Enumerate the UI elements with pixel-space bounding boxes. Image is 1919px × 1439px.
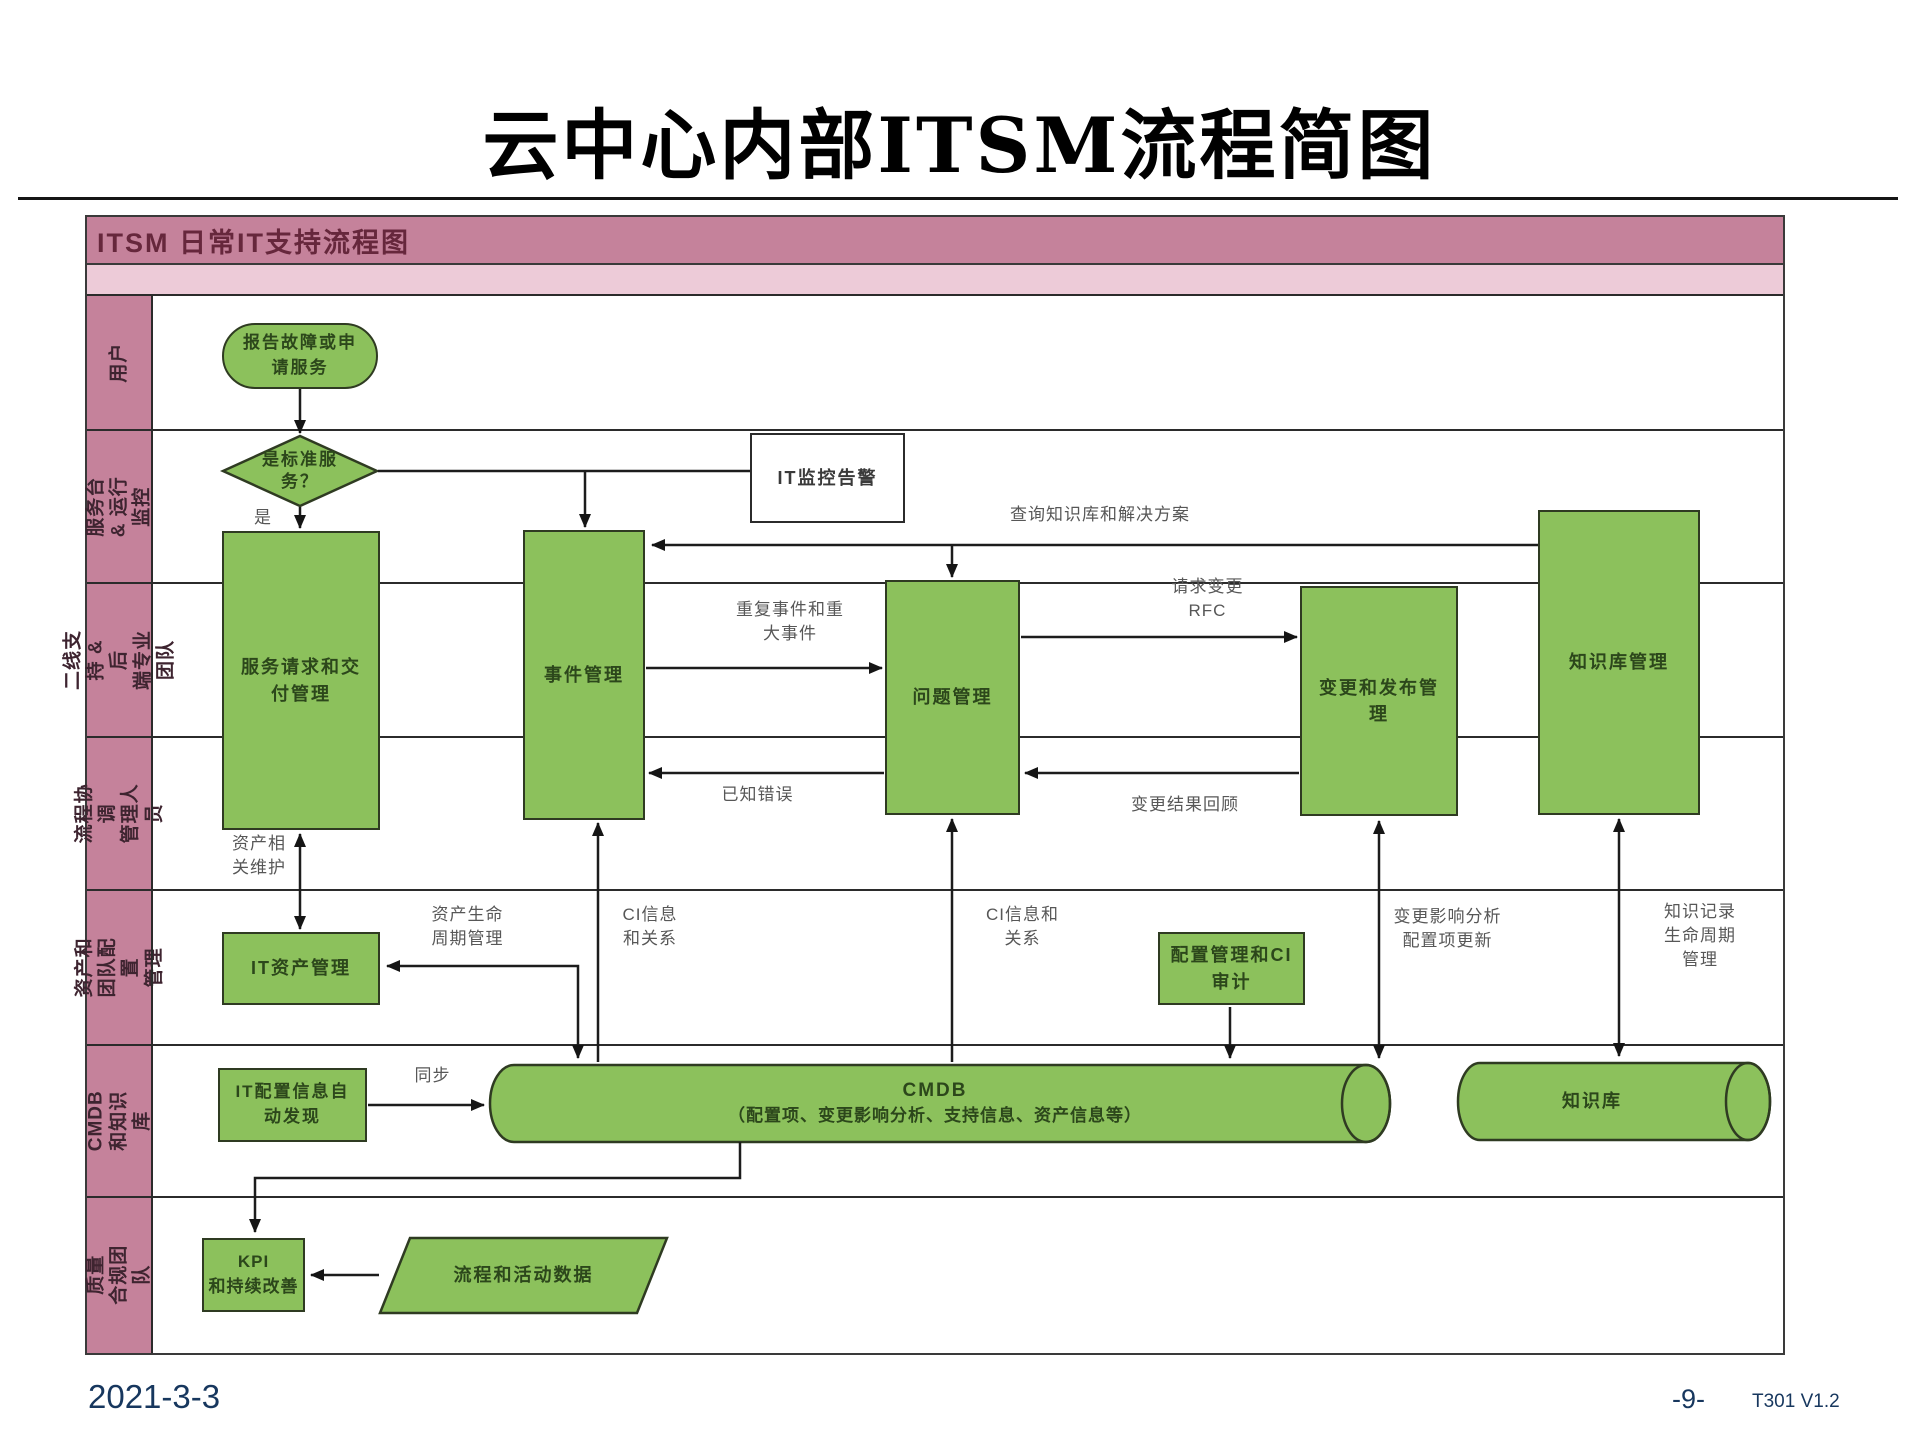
label-rfc: 请求变更 RFC — [1171, 577, 1244, 620]
lane-label-process-coord: 流程协调 管理人员 — [74, 737, 165, 890]
lane-label-servicedesk: 服务台 & 运行 监控 — [86, 430, 153, 583]
node-incident-mgmt: 事件管理 — [523, 530, 645, 820]
label-repeat-major: 重复事件和重 大事件 — [736, 600, 844, 643]
label-query-kb: 查询知识库和解决方案 — [1010, 505, 1190, 524]
node-kpi-improvement: KPI 和持续改善 — [202, 1238, 305, 1312]
diagram-header-bar: ITSM 日常IT支持流程图 — [85, 215, 1785, 265]
node-config-ci-audit: 配置管理和CI 审计 — [1158, 932, 1305, 1005]
lane-label-cmdb-kb: CMDB和知识库 — [86, 1045, 153, 1197]
node-service-request-delivery: 服务请求和交 付管理 — [222, 531, 380, 830]
node-problem-mgmt: 问题管理 — [885, 580, 1020, 815]
footer-version: T301 V1.2 — [1752, 1391, 1840, 1412]
label-ci-info-right: CI信息和 关系 — [986, 905, 1059, 948]
page-title: 云中心内部ITSM流程简图 — [482, 101, 1437, 190]
kb-cylinder-cap — [1724, 1061, 1772, 1142]
node-report-request: 报告故障或申 请服务 — [222, 323, 378, 389]
node-process-data-label: 流程和活动数据 — [453, 1265, 594, 1286]
node-cmdb-label: CMDB （配置项、变更影响分析、支持信息、资产信息等） — [728, 1079, 1142, 1126]
title-underline — [18, 197, 1898, 200]
node-change-release-mgmt: 变更和发布管 理 — [1300, 586, 1458, 816]
label-asset-maintain: 资产相 关维护 — [232, 834, 286, 877]
label-change-review: 变更结果回顾 — [1131, 795, 1239, 814]
node-kb-label: 知识库 — [1562, 1091, 1622, 1112]
node-knowledge-mgmt: 知识库管理 — [1538, 510, 1700, 815]
label-ci-info-left: CI信息 和关系 — [622, 905, 678, 948]
footer-date: 2021-3-3 — [88, 1378, 221, 1415]
lane-label-user: 用户 — [87, 295, 152, 430]
label-change-impact: 变更影响分析 配置项更新 — [1393, 907, 1502, 950]
lane-label-asset-config: 资产和团队配置 管理 — [74, 890, 165, 1045]
lane-label-quality: 质量 合规团队 — [86, 1197, 153, 1353]
lane-lines — [87, 294, 1783, 1353]
process-data-parallelogram — [378, 1236, 669, 1315]
node-decision-label: 是标准服 务？ — [262, 449, 338, 491]
label-knowledge-lifecycle: 知识记录 生命周期 管理 — [1664, 902, 1736, 969]
node-it-monitor-alert: IT监控告警 — [750, 433, 905, 523]
footer-page-number: -9- — [1672, 1384, 1705, 1414]
diagram-header-label: ITSM 日常IT支持流程图 — [97, 227, 410, 258]
lane-label-secondline: 二线支持 & 后 端专业团队 — [63, 583, 176, 737]
label-yes: 是 — [254, 508, 272, 527]
cmdb-cylinder-cap — [1340, 1063, 1392, 1144]
label-asset-lifecycle: 资产生命 周期管理 — [431, 905, 504, 948]
node-auto-discovery: IT配置信息自 动发现 — [218, 1068, 367, 1142]
node-it-asset-mgmt: IT资产管理 — [222, 932, 380, 1005]
edge-asset-lifecycle — [386, 960, 584, 1059]
edge-cmdb-to-kpi — [249, 1142, 742, 1233]
diagram-subheader-bar — [85, 265, 1785, 295]
decision-diamond — [219, 434, 381, 508]
label-known-error: 已知错误 — [721, 785, 794, 804]
label-sync: 同步 — [414, 1066, 451, 1085]
